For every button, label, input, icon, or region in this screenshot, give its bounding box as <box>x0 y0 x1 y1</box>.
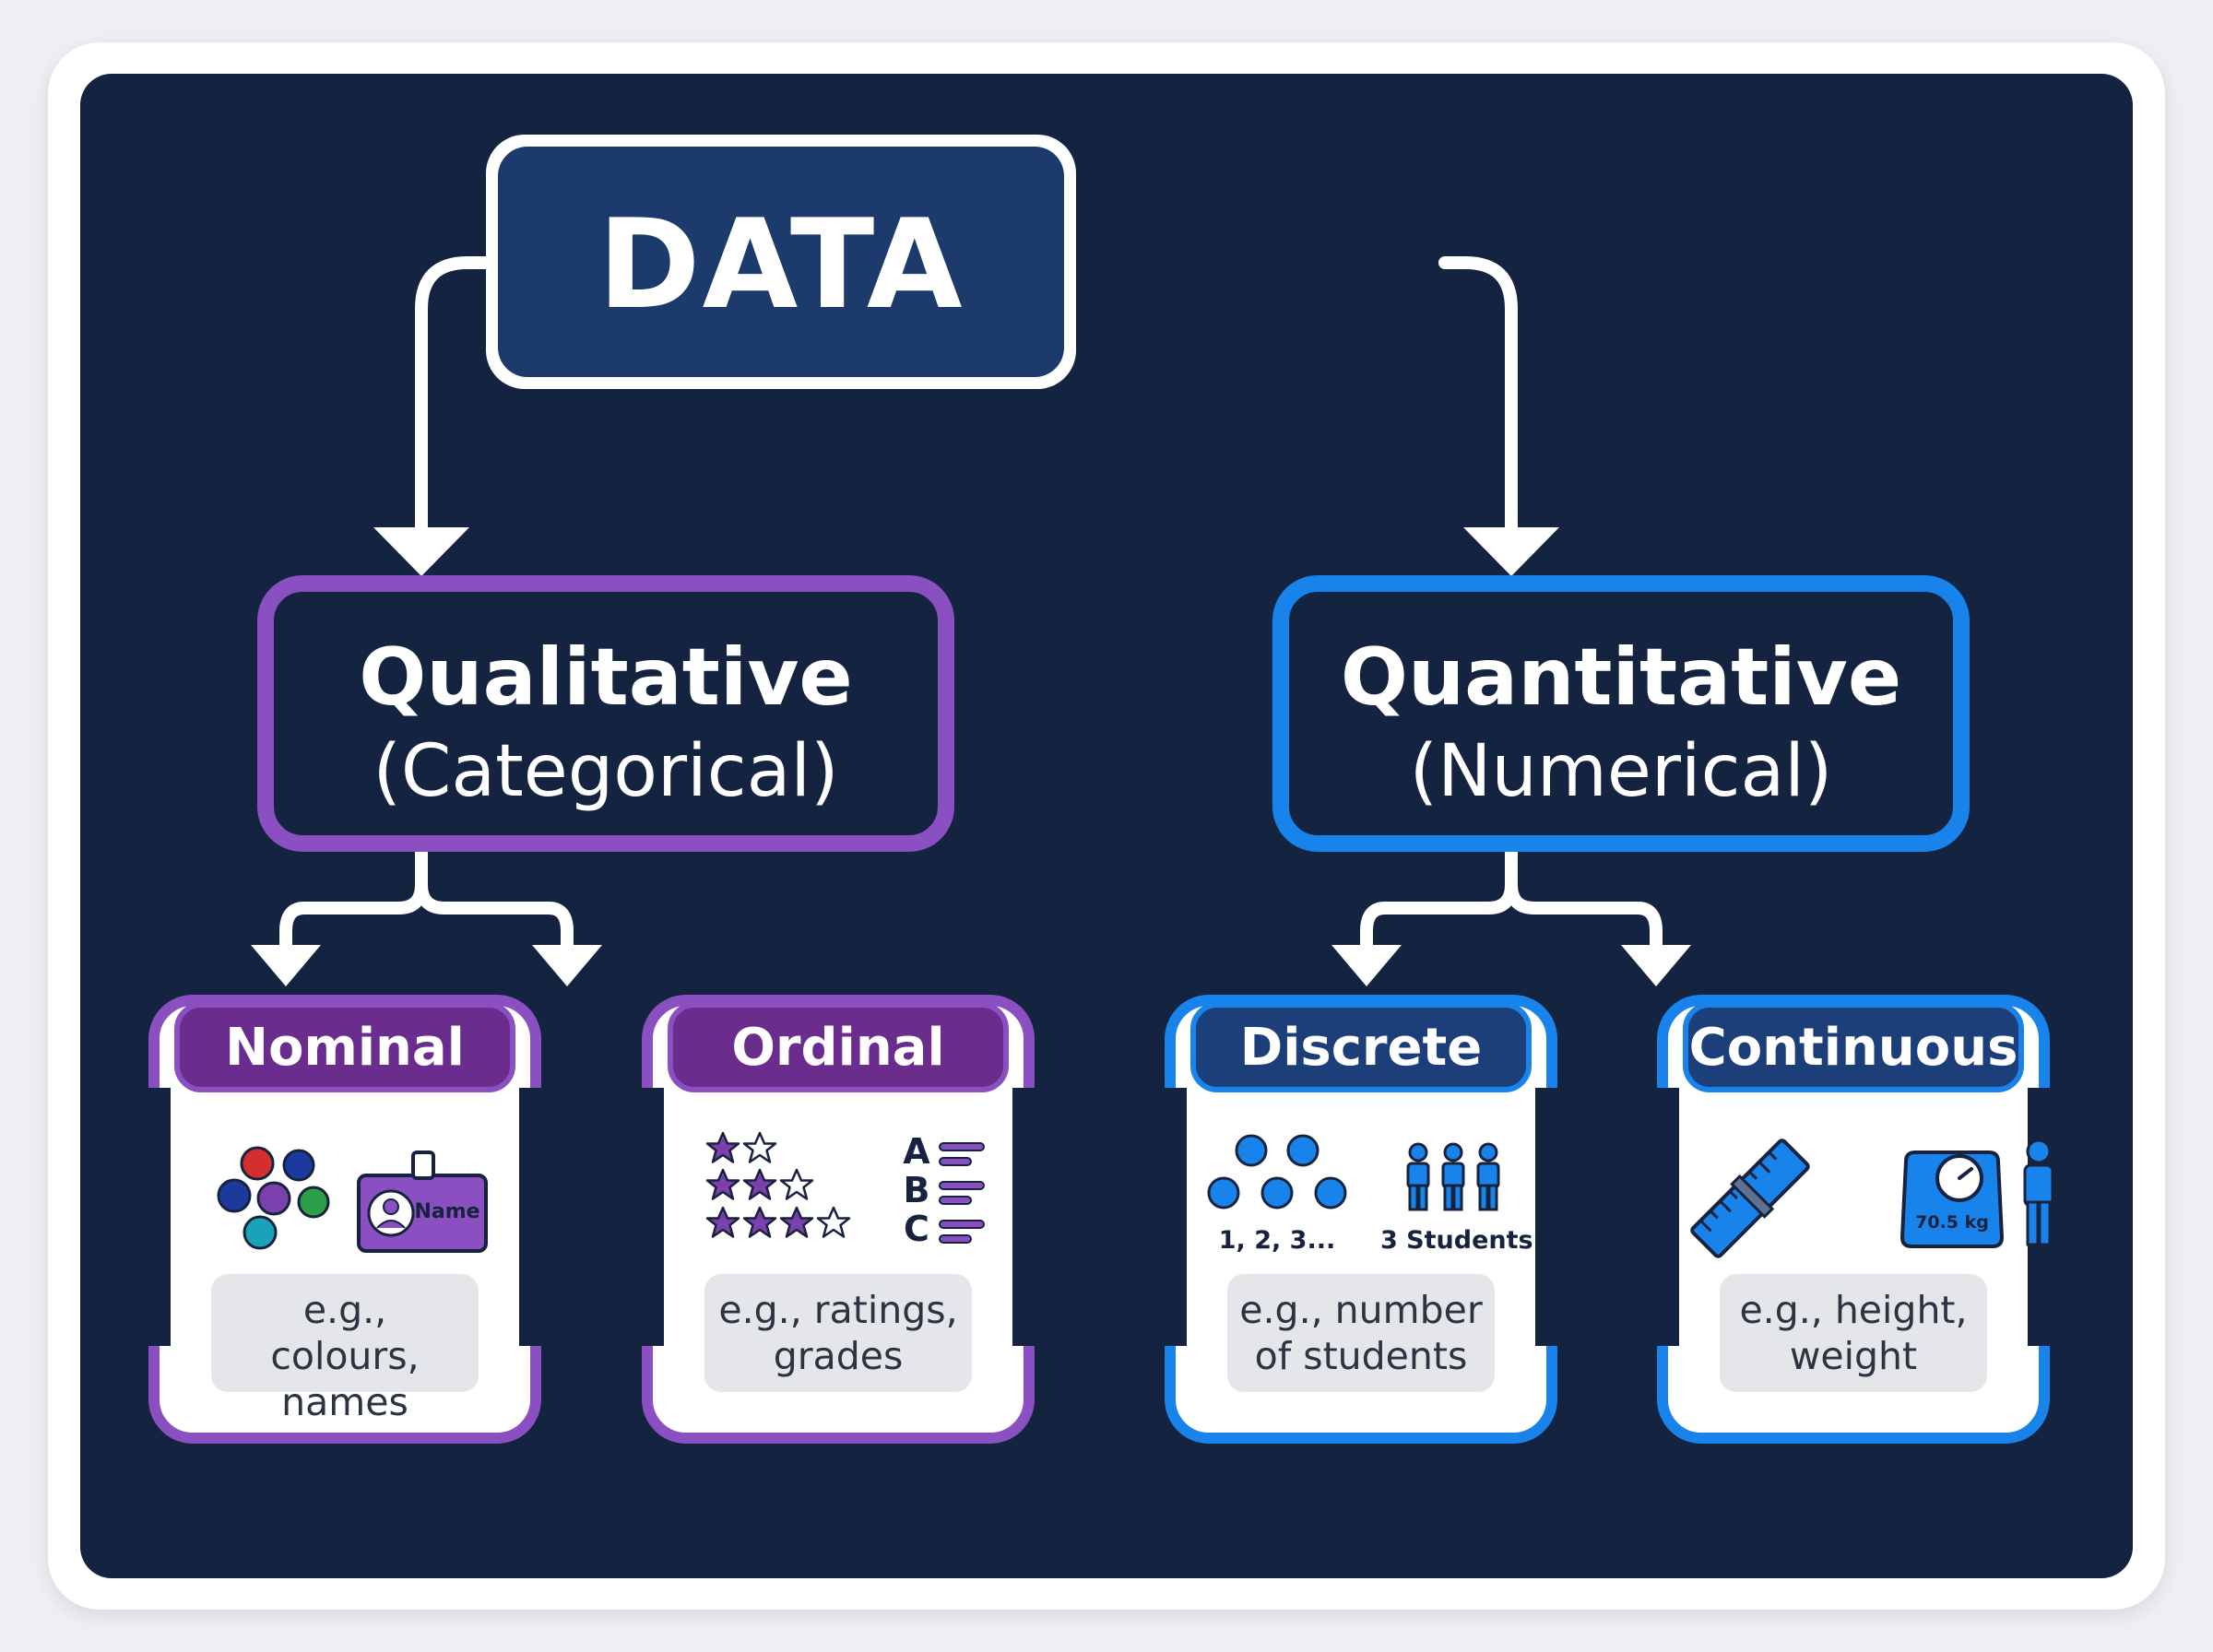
arrowhead-ordinal <box>532 945 602 986</box>
ruler-icon <box>1690 1139 1810 1258</box>
students-icon <box>1406 1142 1500 1211</box>
counting-label: 1, 2, 3... <box>1218 1226 1336 1255</box>
quantitative-subtitle: (Numerical) <box>1409 730 1833 813</box>
colour-dots-icon <box>217 1146 330 1250</box>
arrowhead-nominal <box>251 945 321 986</box>
quantitative-title: Quantitative <box>1340 631 1902 724</box>
continuous-title: Continuous <box>1688 1018 2018 1078</box>
grade-letter-a: A <box>903 1131 930 1172</box>
discrete-example: e.g., number of students <box>1239 1288 1483 1378</box>
height-measure-label: 175 cm <box>2087 1158 2109 1233</box>
ordinal-title: Ordinal <box>731 1018 945 1078</box>
ordinal-example: e.g., ratings, grades <box>718 1288 958 1378</box>
person-height-icon <box>2023 1139 2084 1254</box>
arrowhead-continuous <box>1621 945 1691 986</box>
qualitative-node <box>257 575 954 852</box>
example-pill-discrete <box>1227 1274 1495 1392</box>
badge-name-label: Name <box>414 1200 480 1223</box>
qualitative-subtitle: (Categorical) <box>373 730 839 813</box>
example-pill-nominal <box>211 1274 479 1392</box>
root-label: DATA <box>598 193 964 336</box>
scale-icon <box>1899 1150 2005 1248</box>
name-badge-icon <box>357 1150 488 1253</box>
connector-qualitative-to-leaves <box>279 821 574 961</box>
grade-list-icon <box>939 1142 985 1244</box>
counting-dots-icon <box>1207 1134 1347 1210</box>
students-label: 3 Students <box>1380 1226 1533 1255</box>
discrete-title: Discrete <box>1239 1018 1483 1078</box>
quantitative-node <box>1272 575 1970 852</box>
grade-letter-c: C <box>904 1209 929 1249</box>
connector-root-to-quantitative <box>1438 256 1518 541</box>
example-pill-continuous <box>1720 1274 1987 1392</box>
connector-quantitative-to-leaves <box>1360 821 1663 961</box>
connector-root-to-qualitative <box>415 256 492 541</box>
arrowhead-discrete <box>1331 945 1402 986</box>
nominal-title: Nominal <box>225 1018 465 1078</box>
qualitative-title: Qualitative <box>359 631 853 724</box>
scale-weight-label: 70.5 kg <box>1915 1212 1989 1233</box>
nominal-example: e.g., colours, names <box>270 1288 420 1424</box>
arrowhead-quantitative <box>1463 527 1559 576</box>
diagram-graphics <box>145 135 2084 1444</box>
arrowhead-qualitative <box>373 527 469 576</box>
example-pill-ordinal <box>704 1274 972 1392</box>
diagram-canvas: DATA Qualitative (Categorical) Quantitat… <box>80 74 2133 1578</box>
grade-letter-b: B <box>903 1170 930 1210</box>
continuous-example: e.g., height, weight <box>1739 1288 1968 1378</box>
